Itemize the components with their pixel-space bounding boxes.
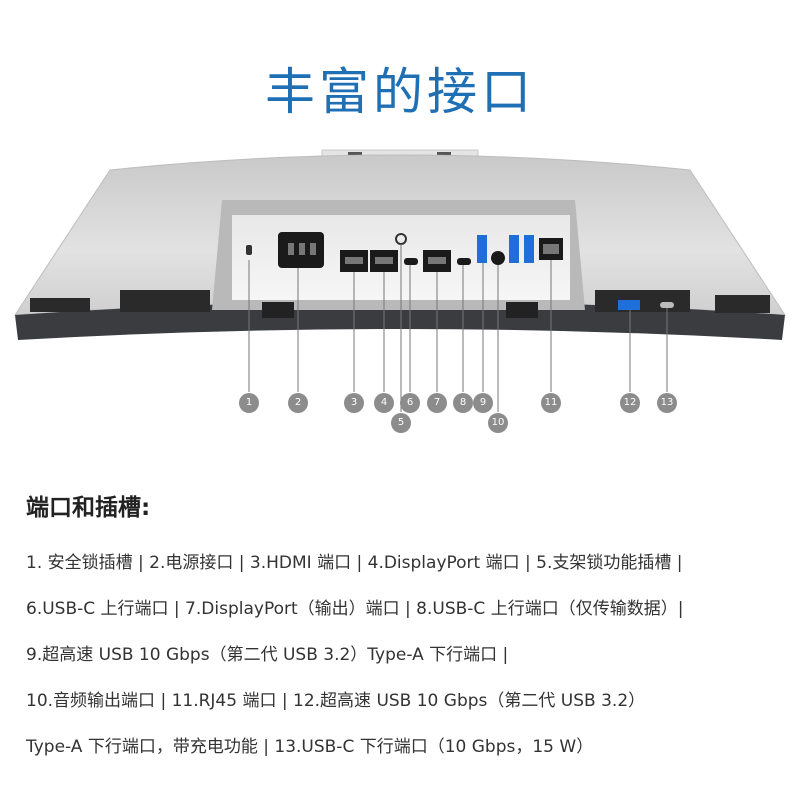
usb-a-charging-port-icon xyxy=(618,300,640,310)
callout-5: 5 xyxy=(391,413,411,433)
callout-13: 13 xyxy=(657,393,677,413)
ports-heading: 端口和插槽: xyxy=(26,495,151,521)
description-line: 9.超高速 USB 10 Gbps（第二代 USB 3.2）Type-A 下行端… xyxy=(26,645,509,665)
usb-c-upstream-port-icon xyxy=(404,258,418,265)
usb-c-data-port-icon xyxy=(457,258,471,265)
callout-4: 4 xyxy=(374,393,394,413)
callout-leader-lines xyxy=(248,244,668,412)
description-line: 1. 安全锁插槽 | 2.电源接口 | 3.HDMI 端口 | 4.Displa… xyxy=(26,553,683,573)
callout-10: 10 xyxy=(488,413,508,433)
callout-6: 6 xyxy=(400,393,420,413)
callout-11: 11 xyxy=(541,393,561,413)
callout-1: 1 xyxy=(239,393,259,413)
audio-out-port-icon xyxy=(491,251,505,265)
callout-2: 2 xyxy=(288,393,308,413)
usb-a-downstream-port-icon xyxy=(477,235,487,263)
callout-12: 12 xyxy=(620,393,640,413)
ports-description: 1. 安全锁插槽 | 2.电源接口 | 3.HDMI 端口 | 4.Displa… xyxy=(26,548,786,778)
description-line: 6.USB-C 上行端口 | 7.DisplayPort（输出）端口 | 8.U… xyxy=(26,599,684,619)
usb-c-downstream-port-icon xyxy=(660,302,674,308)
callout-9: 9 xyxy=(473,393,493,413)
callout-7: 7 xyxy=(427,393,447,413)
monitor-ports-figure: 1 2 3 4 5 6 7 8 9 10 11 12 13 xyxy=(0,140,800,440)
callout-3: 3 xyxy=(344,393,364,413)
page-title: 丰富的接口 xyxy=(265,63,535,121)
security-lock-slot-icon xyxy=(246,245,252,255)
port-panel xyxy=(212,200,585,310)
callout-8: 8 xyxy=(453,393,473,413)
monitor-rear-illustration xyxy=(14,149,786,412)
description-line: Type-A 下行端口，带充电功能 | 13.USB-C 下行端口（10 Gbp… xyxy=(26,737,594,757)
description-line: 10.音频输出端口 | 11.RJ45 端口 | 12.超高速 USB 10 G… xyxy=(26,691,646,711)
